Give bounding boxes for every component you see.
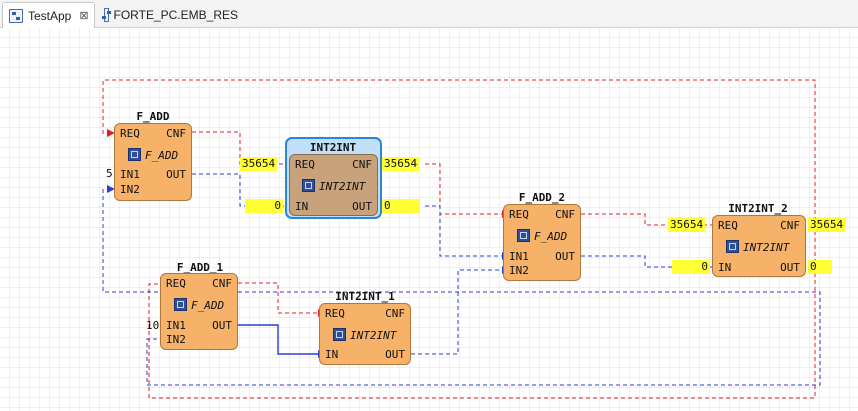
function-block-type-icon [174, 298, 187, 311]
function-block-type-icon [302, 179, 315, 192]
watch-value-cnf[interactable]: 35654 [382, 157, 420, 171]
block-title-int2int-1: INT2INT_1 [335, 290, 395, 303]
parameter-value-in1[interactable]: 10 [146, 319, 160, 332]
port-req[interactable]: REQ [295, 158, 315, 171]
block-type-name: INT2INT [319, 180, 366, 193]
block-type-name: F_ADD [145, 149, 179, 162]
tab-forte-pc-emb-res[interactable]: FORTE_PC.EMB_RES [98, 2, 238, 28]
port-cnf[interactable]: CNF [352, 158, 372, 171]
port-in[interactable]: IN [295, 200, 309, 213]
event-connection-int2int-fadd2[interactable] [425, 163, 502, 215]
block-title-int2int: INT2INT [309, 141, 357, 154]
block-title-f-add: F_ADD [136, 110, 170, 123]
function-block-type-icon [128, 148, 141, 161]
port-out[interactable]: OUT [166, 168, 186, 181]
port-cnf[interactable]: CNF [212, 277, 232, 290]
block-type-name: INT2INT [743, 241, 790, 254]
application-icon [9, 8, 23, 23]
watch-value-cnf[interactable]: 35654 [808, 218, 846, 232]
data-connection-fadd1-int2int1[interactable] [238, 324, 318, 355]
port-cnf[interactable]: CNF [780, 219, 800, 232]
tab-testapp[interactable]: TestApp ⊠ [2, 2, 95, 28]
port-in2[interactable]: IN2 [509, 264, 529, 277]
function-block-int2int-1[interactable]: REQ CNF INT2INT IN OUT [319, 303, 411, 365]
port-in1[interactable]: IN1 [509, 250, 529, 263]
port-in[interactable]: IN [718, 261, 732, 274]
function-block-f-add-2[interactable]: REQ CNF F_ADD IN1 OUT IN2 [503, 204, 581, 281]
port-out[interactable]: OUT [212, 319, 232, 332]
watch-value-in[interactable]: 0 [672, 260, 710, 274]
port-req[interactable]: REQ [325, 307, 345, 320]
tab-label: FORTE_PC.EMB_RES [113, 8, 238, 22]
block-title-f-add-2: F_ADD_2 [518, 191, 566, 204]
watch-value-req[interactable]: 35654 [668, 218, 706, 232]
data-connection-int2int-fadd2[interactable] [425, 205, 502, 257]
block-type-name: F_ADD [534, 230, 568, 243]
function-block-type-icon [517, 229, 530, 242]
block-title-f-add-1: F_ADD_1 [176, 261, 224, 274]
port-out[interactable]: OUT [385, 348, 405, 361]
function-block-f-add-1[interactable]: REQ CNF F_ADD IN1 OUT IN2 [160, 273, 238, 350]
port-req[interactable]: REQ [120, 127, 140, 140]
watch-value-out[interactable]: 0 [808, 260, 832, 274]
event-connection-fadd-int2int[interactable] [192, 131, 286, 165]
resource-icon [101, 8, 111, 22]
port-out[interactable]: OUT [352, 200, 372, 213]
event-connection-fadd1-int2int1[interactable] [238, 282, 318, 314]
event-connection-outer-loop[interactable] [102, 79, 816, 399]
block-type-name: INT2INT [350, 329, 397, 342]
watch-value-in[interactable]: 0 [245, 199, 283, 213]
port-req[interactable]: REQ [166, 277, 186, 290]
port-req[interactable]: REQ [509, 208, 529, 221]
data-connection-fadd-int2int[interactable] [192, 173, 286, 207]
tab-label: TestApp [28, 8, 72, 23]
function-block-type-icon [726, 240, 739, 253]
watch-value-out[interactable]: 0 [382, 199, 420, 213]
port-in[interactable]: IN [325, 348, 339, 361]
function-block-int2int[interactable]: REQ CNF INT2INT IN OUT [289, 154, 378, 216]
data-connection-int2int1-fadd2[interactable] [411, 269, 502, 355]
port-out[interactable]: OUT [555, 250, 575, 263]
port-cnf[interactable]: CNF [385, 307, 405, 320]
function-block-f-add[interactable]: REQ CNF F_ADD IN1 OUT IN2 [114, 123, 192, 201]
block-title-int2int-2: INT2INT_2 [728, 202, 788, 215]
port-in1[interactable]: IN1 [166, 319, 186, 332]
port-out[interactable]: OUT [780, 261, 800, 274]
port-in1[interactable]: IN1 [120, 168, 140, 181]
data-connection-outer-loop[interactable] [102, 189, 821, 386]
editor-tab-bar: TestApp ⊠ FORTE_PC.EMB_RES [0, 0, 858, 28]
port-in2[interactable]: IN2 [120, 183, 140, 196]
close-icon[interactable]: ⊠ [79, 10, 89, 22]
block-type-name: F_ADD [191, 299, 225, 312]
parameter-value-in1[interactable]: 5 [106, 167, 113, 180]
port-req[interactable]: REQ [718, 219, 738, 232]
port-cnf[interactable]: CNF [166, 127, 186, 140]
port-cnf[interactable]: CNF [555, 208, 575, 221]
watch-value-req[interactable]: 35654 [240, 157, 278, 171]
diagram-canvas[interactable] [0, 28, 858, 411]
port-in2[interactable]: IN2 [166, 333, 186, 346]
function-block-type-icon [333, 328, 346, 341]
function-block-int2int-2[interactable]: REQ CNF INT2INT IN OUT [712, 215, 806, 277]
